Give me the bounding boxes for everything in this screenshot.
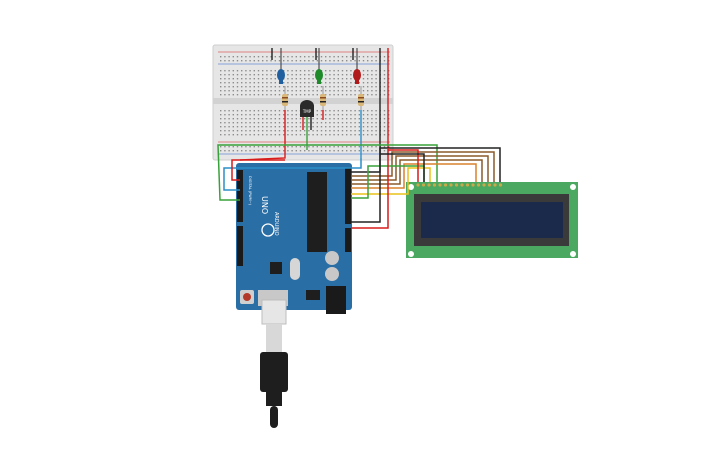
connection-wires: [217, 144, 501, 229]
breadboard-wires: [239, 48, 389, 161]
resistor-1[interactable]: [282, 86, 288, 110]
blue-led[interactable]: [277, 48, 285, 84]
sensor-label: TMP: [302, 109, 312, 114]
lcd-pins: [416, 183, 503, 187]
digital-label: DIGITAL (PWM~): [248, 176, 252, 206]
arduino-board[interactable]: UNO ARDUINO DIGITAL (PWM~): [236, 163, 352, 314]
lcd-module[interactable]: [406, 182, 578, 258]
green-led[interactable]: [315, 48, 323, 84]
resistor-3[interactable]: [358, 86, 364, 110]
resistor-2[interactable]: [320, 86, 326, 110]
board-brand: ARDUINO: [273, 212, 279, 236]
board-name: UNO: [260, 196, 269, 214]
usb-cable[interactable]: [260, 299, 288, 428]
red-led[interactable]: [353, 48, 361, 84]
temperature-sensor[interactable]: TMP: [300, 100, 314, 117]
